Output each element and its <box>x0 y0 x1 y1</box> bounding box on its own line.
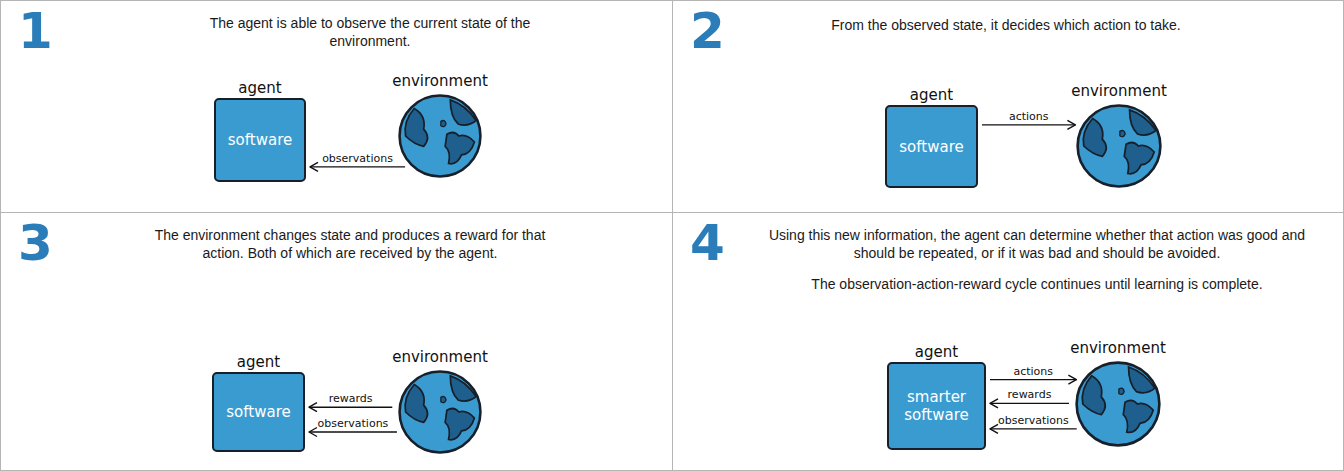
arrow-line <box>309 431 397 432</box>
step-description: The observation-action-reward cycle cont… <box>752 275 1322 293</box>
agent-box: agentsmarter software <box>887 362 986 450</box>
step-description: Using this new information, the agent ca… <box>752 226 1322 263</box>
panel-divider <box>672 0 673 471</box>
arrow-label: rewards <box>329 393 373 405</box>
arrow-line <box>310 166 405 167</box>
environment-heading: environment <box>392 348 488 366</box>
step-panel: 1 The agent is able to observe the curren… <box>0 0 672 212</box>
environment-globe: environment <box>397 369 483 455</box>
arrow-line <box>990 428 1077 429</box>
arrow-head <box>1067 120 1075 129</box>
agent-heading: agent <box>238 79 281 97</box>
arrow-label: rewards <box>1008 389 1052 401</box>
arrow-head <box>310 162 318 171</box>
agent-box: agentsoftware <box>214 98 306 182</box>
step-number: 4 <box>690 218 725 268</box>
environment-heading: environment <box>1071 82 1167 100</box>
panel-divider <box>0 212 1344 213</box>
step-description: The agent is able to observe the current… <box>205 14 535 51</box>
environment-globe: environment <box>397 93 483 179</box>
agent-heading: agent <box>910 86 953 104</box>
environment-heading: environment <box>1070 339 1166 357</box>
globe-illustration <box>397 93 483 179</box>
step-number: 3 <box>18 218 53 268</box>
agent-label: smarter software <box>895 388 978 424</box>
environment-globe: environment <box>1074 360 1162 448</box>
arrow-head <box>1068 375 1076 384</box>
environment-globe: environment <box>1075 103 1163 189</box>
arrow-label: actions <box>1013 366 1053 378</box>
step-panel: 3 The environment changes state and produ… <box>0 212 672 471</box>
globe-illustration <box>1074 360 1162 448</box>
step-description: From the observed state, it decides whic… <box>746 16 1266 34</box>
agent-heading: agent <box>237 353 280 371</box>
arrow-head <box>990 399 998 408</box>
agent-heading: agent <box>915 343 958 361</box>
agent-box: agentsoftware <box>885 105 978 188</box>
arrow-label: actions <box>1009 111 1049 123</box>
arrow-label: observations <box>322 153 393 165</box>
step-panel: 2 From the observed state, it decides whi… <box>672 0 1344 212</box>
arrow-head <box>990 424 998 433</box>
arrow-label: observations <box>318 418 389 430</box>
arrow-label: observations <box>998 415 1069 427</box>
step-number: 2 <box>690 6 725 56</box>
agent-box: agentsoftware <box>212 372 305 452</box>
environment-heading: environment <box>392 72 488 90</box>
arrow-line <box>990 379 1076 380</box>
arrow-line <box>990 403 1069 404</box>
agent-label: software <box>228 131 292 149</box>
arrow-head <box>309 428 317 437</box>
globe-illustration <box>397 369 483 455</box>
arrow-line <box>982 124 1075 125</box>
arrow-head <box>309 403 317 412</box>
step-panel: 4 Using this new information, the agent c… <box>672 212 1344 471</box>
agent-label: software <box>899 138 963 156</box>
step-number: 1 <box>18 6 53 56</box>
step-description: The environment changes state and produc… <box>140 226 560 263</box>
globe-illustration <box>1075 103 1163 189</box>
arrow-line <box>309 407 392 408</box>
agent-label: software <box>226 403 290 421</box>
